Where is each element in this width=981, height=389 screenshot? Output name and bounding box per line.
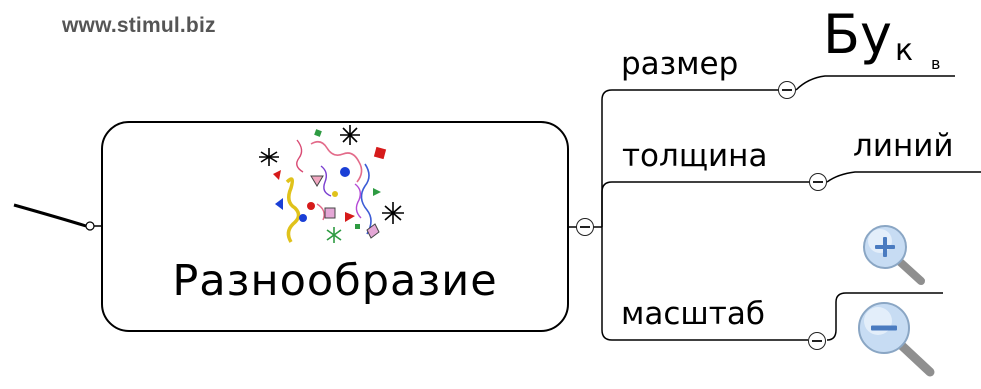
leaf-line-thickness [826,171,981,183]
confetti-image [259,125,404,243]
star-burst-top-left [259,148,279,166]
blue-triangle [275,198,283,210]
red-square [373,146,387,160]
branch-line-thickness [601,181,810,227]
watermark: www.stimul.biz [62,14,216,37]
red-arrow [345,212,355,222]
green-sparkle [326,227,342,243]
central-topic-title: Разнообразие [172,256,498,306]
red-dot [307,202,315,210]
branch-label-size[interactable]: размер [621,46,739,82]
zoom-in-handle [895,257,925,285]
blue-dot [340,167,350,177]
leaf-line-scale [826,292,943,341]
leaf-thickness-text[interactable]: линий [853,128,954,164]
green-square-small [355,224,360,229]
branch-label-thickness[interactable]: толщина [622,138,768,174]
star-burst-bottom-right [382,202,404,224]
pink-square [324,207,336,219]
blue-dot-small [299,214,307,222]
blue-streamer [360,163,372,235]
branch-label-scale[interactable]: масштаб [621,296,765,332]
pink-diamond [366,223,380,239]
leaf-line-size [795,75,955,91]
pink-streamer [310,140,363,183]
parent-connector-dot [85,221,95,231]
branch-line-size [601,89,780,227]
star-burst-top-right [340,125,360,145]
leaf-size-text-small[interactable]: в [931,54,941,73]
green-square [314,129,322,137]
zoom-in-icon [863,225,925,285]
green-arrow [373,188,381,196]
leaf-size-text-medium[interactable]: к [895,33,914,68]
pink-triangle [310,175,324,187]
collapse-button-size[interactable] [778,81,796,99]
yellow-streamer [285,177,301,243]
branch-line-scale [601,227,808,341]
collapse-button-thickness[interactable] [809,173,827,191]
red-triangle [273,170,281,180]
collapse-button-scale[interactable] [808,332,826,350]
central-topic[interactable] [101,121,569,332]
collapse-button-central[interactable] [576,218,594,236]
parent-connector [13,203,87,228]
zoom-out-handle [895,339,935,377]
leaf-size-text-large[interactable]: Бу [823,3,893,66]
zoom-out-icon [858,302,935,377]
